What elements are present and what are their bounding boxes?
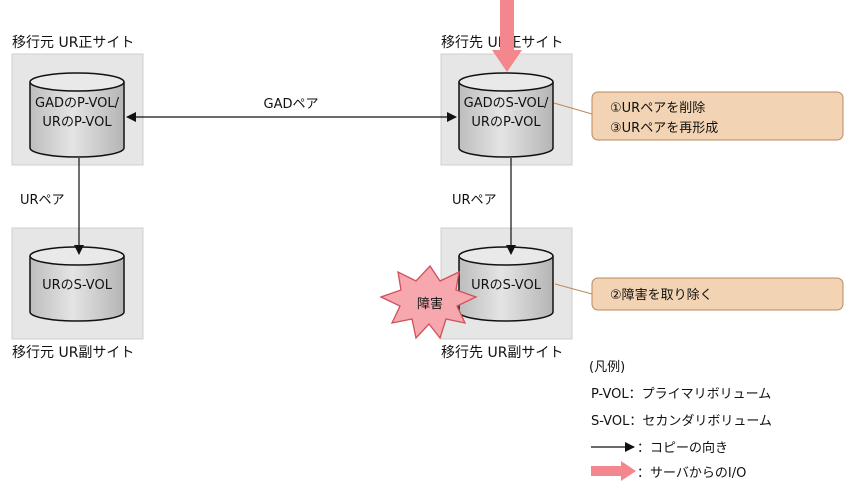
volume-dst-primary-line2: URのP-VOL [471, 115, 541, 130]
volume-src-primary-line2: URのP-VOL [42, 115, 112, 130]
callout-step1-step3: ①URペアを削除 ③URペアを再形成 [553, 91, 844, 141]
site-label-dst-secondary: 移行先 UR副サイト [441, 345, 563, 361]
callout-step3: ③URペアを再形成 [610, 121, 718, 136]
legend-copy-direction: ：コピーの向き [637, 440, 728, 456]
ur-pair-label-left: URペア [20, 193, 65, 208]
legend-svol: S-VOL：セカンダリボリューム [591, 414, 772, 429]
volume-dst-primary: GADのS-VOL/ URのP-VOL [458, 72, 554, 158]
ur-pair-label-right: URペア [452, 193, 497, 208]
legend-pvol: P-VOL：プライマリボリューム [591, 387, 771, 402]
site-label-src-secondary: 移行元 UR副サイト [12, 345, 134, 361]
server-io-arrow [492, 0, 522, 72]
legend-io-arrow [591, 461, 636, 481]
callout-step2: ②障害を取り除く [554, 277, 844, 311]
volume-dst-primary-line1: GADのS-VOL/ [464, 96, 549, 111]
volume-src-secondary: URのS-VOL [29, 246, 125, 322]
failure-burst-icon: 障害 [379, 264, 478, 340]
gad-pair-label: GADペア [264, 97, 319, 112]
legend-title: (凡例) [589, 360, 625, 375]
legend: (凡例) P-VOL：プライマリボリューム S-VOL：セカンダリボリューム ：… [589, 360, 772, 481]
volume-dst-secondary: URのS-VOL [458, 246, 554, 322]
volume-src-primary-line1: GADのP-VOL/ [35, 96, 120, 111]
volume-src-secondary-label: URのS-VOL [42, 278, 113, 293]
failure-label: 障害 [417, 296, 443, 312]
site-label-src-primary: 移行元 UR正サイト [12, 35, 134, 51]
callout-step2-text: ②障害を取り除く [610, 287, 713, 303]
legend-server-io: ：サーバからのI/O [637, 466, 746, 481]
volume-dst-secondary-label: URのS-VOL [471, 278, 542, 293]
volume-src-primary: GADのP-VOL/ URのP-VOL [29, 72, 125, 158]
callout-step1: ①URペアを削除 [610, 101, 705, 116]
